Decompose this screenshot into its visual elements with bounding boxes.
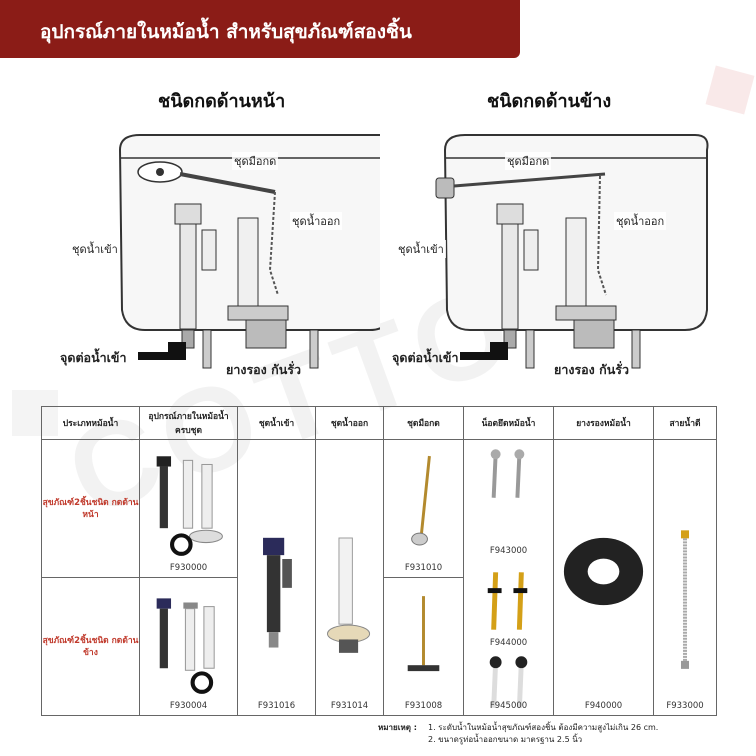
flush-handle-front-image [384,446,463,559]
bolts-plastic-image [464,654,553,714]
full-set-front-code: F930000 [169,563,208,573]
col-header-full-set: อุปกรณ์ภายในหม้อน้ำ ครบชุด [139,406,238,440]
bolts-steel-image [464,446,553,506]
parts-table: ประเภทหม้อน้ำ อุปกรณ์ภายในหม้อน้ำ ครบชุด… [41,406,717,716]
outlet-cell: F931014 [315,439,384,716]
full-set-side-image [140,584,237,697]
bolts-brass-image [464,564,553,636]
flush-handle-side-image [384,584,463,697]
gasket-code: F940000 [584,701,623,711]
inlet-cell: F931016 [237,439,316,716]
front-label-water-connection: จุดต่อน้ำเข้า [60,350,127,365]
side-label-flush-handle: ชุดมือกด [505,152,552,170]
col-header-tank-type: ประเภทหม้อน้ำ [41,406,140,440]
bolts-brass-code: F944000 [489,638,528,648]
side-diagram [350,120,710,380]
handle-front-code: F931010 [404,563,443,573]
full-set-side-code: F930004 [169,701,208,711]
col-header-inlet: ชุดน้ำเข้า [237,406,316,440]
supply-hose-image [654,446,716,697]
col-header-outlet: ชุดน้ำออก [315,406,384,440]
col-header-tank-bolts: น็อตยึดหม้อน้ำ [463,406,554,440]
col-header-tank-gasket: ยางรองหม้อน้ำ [553,406,654,440]
front-label-gasket: ยางรอง กันรั่ว [226,362,301,377]
footnote-line-1: 1. ระดับน้ำในหม้อน้ำสุขภัณฑ์สองชิ้น ต้อง… [428,723,659,732]
full-set-front-cell: F930000 [139,439,238,578]
side-label-gasket: ยางรอง กันรั่ว [554,362,629,377]
table-row: สุขภัณฑ์2ชิ้นชนิด กดด้านหน้า F930000 [41,439,717,716]
table-row: สุขภัณฑ์2ชิ้นชนิด กดด้านข้าง F930004 [41,577,717,716]
gasket-cell: F940000 [553,439,654,716]
handle-side-code: F931008 [404,701,443,711]
side-diagram-title: ชนิดกดด้านข้าง [487,91,612,112]
footnote-line-2: 2. ขนาดรูท่อน้ำออกขนาด มาตรฐาน 2.5 นิ้ว [428,735,583,744]
bolts-cell: F943000 F944000 F945000 [463,439,554,716]
side-label-inlet: ชุดน้ำเข้า [396,240,446,258]
footnote-label: หมายเหตุ : [378,723,417,732]
side-label-water-connection: จุดต่อน้ำเข้า [392,350,459,365]
row-label-side: สุขภัณฑ์2ชิ้นชนิด กดด้านข้าง [41,577,140,716]
outlet-code: F931014 [330,701,369,711]
front-label-outlet: ชุดน้ำออก [290,212,343,230]
row-label-front: สุขภัณฑ์2ชิ้นชนิด กดด้านหน้า [41,439,140,578]
header-banner: อุปกรณ์ภายในหม้อน้ำ สำหรับสุขภัณฑ์สองชิ้… [0,0,520,58]
watermark-square [705,65,755,115]
table-header-row: ประเภทหม้อน้ำ อุปกรณ์ภายในหม้อน้ำ ครบชุด… [41,406,717,440]
bolts-steel-code: F943000 [489,546,528,556]
inlet-code: F931016 [257,701,296,711]
col-header-flush-handle: ชุดมือกด [383,406,464,440]
hose-code: F933000 [666,701,704,711]
footnote: หมายเหตุ : 1. ระดับน้ำในหม้อน้ำสุขภัณฑ์สอ… [378,722,658,746]
side-tank-illustration [435,134,709,369]
outlet-valve-image [316,446,383,697]
front-label-flush-handle: ชุดมือกด [232,152,279,170]
handle-side-cell: F931008 [383,577,464,716]
bolts-plastic-code: F945000 [489,701,528,711]
inlet-valve-image [238,446,315,697]
hose-cell: F933000 [653,439,717,716]
side-label-outlet: ชุดน้ำออก [614,212,667,230]
full-set-front-image [140,446,237,559]
col-header-supply-hose: สายน้ำดี [653,406,717,440]
tank-gasket-image [554,446,653,697]
handle-front-cell: F931010 [383,439,464,578]
full-set-side-cell: F930004 [139,577,238,716]
page-title: อุปกรณ์ภายในหม้อน้ำ สำหรับสุขภัณฑ์สองชิ้… [40,21,412,43]
front-diagram-title: ชนิดกดด้านหน้า [158,91,286,112]
front-label-inlet: ชุดน้ำเข้า [70,240,120,258]
